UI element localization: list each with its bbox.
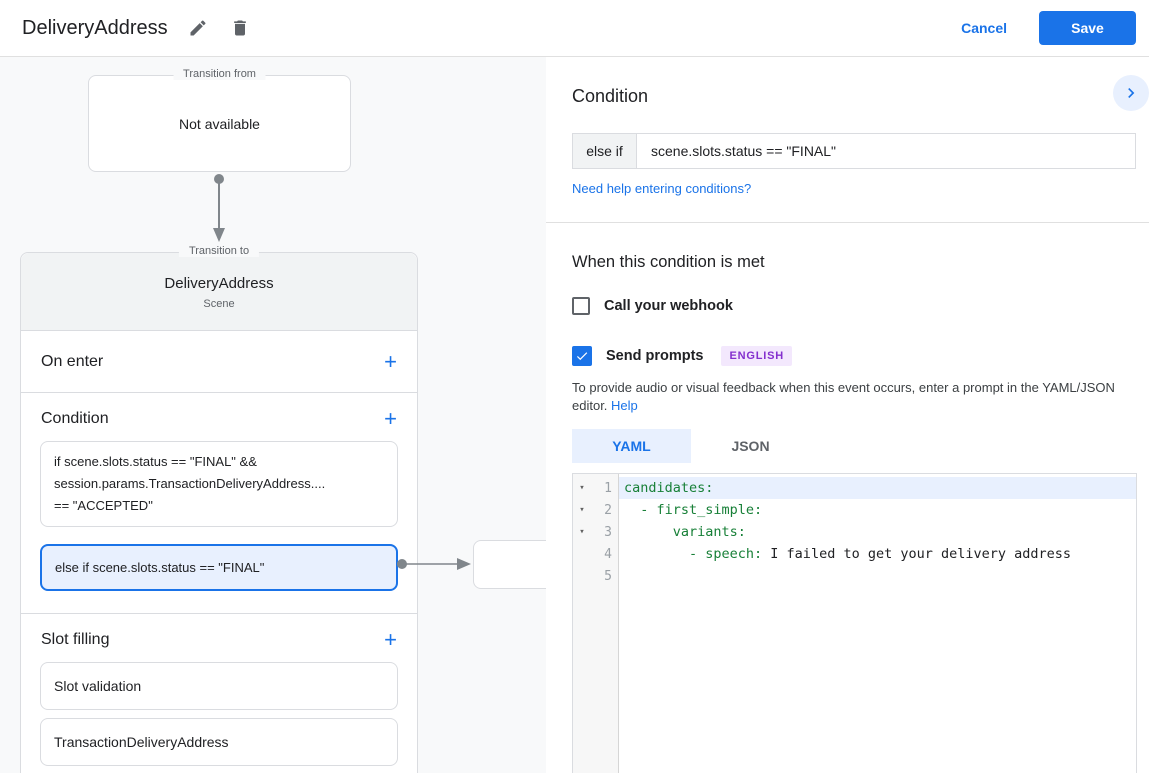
scene-name: DeliveryAddress: [164, 275, 274, 292]
add-slot-button[interactable]: +: [384, 627, 397, 652]
fold-arrow-icon[interactable]: ▾: [579, 483, 585, 493]
panel-divider: [546, 222, 1149, 223]
scene-diagram-canvas: Transition from Not available Transition…: [0, 57, 546, 773]
line-number: 2: [604, 502, 612, 518]
call-webhook-checkbox[interactable]: [572, 297, 590, 315]
transition-to-label: Transition to: [178, 245, 260, 257]
code-line[interactable]: - first_simple:: [624, 502, 763, 518]
condition-met-heading: When this condition is met: [572, 253, 765, 271]
send-prompts-checkbox[interactable]: [572, 346, 592, 366]
slot-item-validation[interactable]: Slot validation: [40, 662, 398, 710]
transition-from-box: Transition from Not available: [88, 68, 351, 172]
scene-header: DeliveryAddress Scene: [21, 253, 417, 331]
editor-hint-text: To provide audio or visual feedback when…: [572, 380, 1115, 413]
add-condition-button[interactable]: +: [384, 406, 397, 431]
panel-title: Condition: [572, 86, 649, 106]
code-line[interactable]: [619, 565, 1136, 587]
line-number: 5: [604, 568, 612, 584]
transition-arrow-down: [213, 174, 225, 242]
line-number: 1: [604, 480, 612, 496]
transition-target-node[interactable]: [473, 540, 546, 589]
line-number: 4: [604, 546, 612, 562]
webhook-row: Call your webhook: [572, 297, 733, 315]
slot-item-transaction-delivery-address[interactable]: TransactionDeliveryAddress: [40, 718, 398, 766]
on-enter-label: On enter: [41, 352, 104, 370]
chevron-right-icon: [1121, 83, 1141, 103]
delete-scene-button[interactable]: [228, 16, 252, 40]
code-lines[interactable]: candidates: - first_simple: variants: - …: [619, 474, 1136, 773]
condition-section-label: Condition: [41, 410, 109, 427]
condition-prefix: else if: [573, 134, 637, 168]
condition-expression-row: else if scene.slots.status == "FINAL": [572, 133, 1136, 169]
pencil-icon: [188, 18, 208, 38]
edit-scene-button[interactable]: [186, 16, 210, 40]
trash-icon: [230, 18, 250, 38]
gutter-line: 4: [573, 543, 618, 565]
top-bar: DeliveryAddress Cancel Save: [0, 0, 1149, 57]
gutter-line[interactable]: ▾3: [573, 521, 618, 543]
scene-type-label: Scene: [203, 298, 235, 310]
transition-to-card: Transition to DeliveryAddress Scene On e…: [20, 245, 418, 773]
slot-filling-section: Slot filling + Slot validation Transacti…: [21, 614, 417, 773]
call-webhook-label: Call your webhook: [604, 298, 733, 314]
condition-item-if[interactable]: if scene.slots.status == "FINAL" && sess…: [40, 441, 398, 527]
check-icon: [575, 349, 589, 363]
send-prompts-label: Send prompts: [606, 348, 704, 364]
transition-from-content: Not available: [179, 115, 260, 132]
gutter-line: 5: [573, 565, 618, 587]
tab-yaml[interactable]: YAML: [572, 429, 691, 463]
help-link[interactable]: Help: [611, 397, 638, 413]
condition-help-link[interactable]: Need help entering conditions?: [572, 181, 752, 196]
code-line[interactable]: - speech: I failed to get your delivery …: [624, 546, 1072, 562]
condition-editor-panel: Condition else if scene.slots.status == …: [546, 57, 1149, 773]
save-button[interactable]: Save: [1039, 11, 1136, 45]
page-title: DeliveryAddress: [22, 16, 168, 39]
code-line[interactable]: variants:: [624, 524, 746, 540]
add-on-enter-button[interactable]: +: [384, 348, 397, 374]
line-number: 3: [604, 524, 612, 540]
cancel-button[interactable]: Cancel: [945, 12, 1023, 44]
collapse-panel-button[interactable]: [1113, 75, 1149, 111]
condition-section: Condition + if scene.slots.status == "FI…: [21, 393, 417, 614]
transition-from-label: Transition from: [173, 68, 266, 80]
tab-json[interactable]: JSON: [731, 438, 770, 454]
send-prompts-row: Send prompts ENGLISH: [572, 346, 792, 366]
condition-expression-input[interactable]: scene.slots.status == "FINAL": [651, 143, 837, 159]
gutter-line[interactable]: ▾2: [573, 499, 618, 521]
fold-arrow-icon[interactable]: ▾: [579, 505, 585, 515]
editor-format-tabs: YAML JSON: [572, 429, 810, 463]
on-enter-section[interactable]: On enter +: [21, 331, 417, 393]
condition-item-elseif-selected[interactable]: else if scene.slots.status == "FINAL": [40, 544, 398, 591]
slot-filling-label: Slot filling: [41, 631, 110, 648]
language-badge: ENGLISH: [721, 346, 792, 366]
fold-arrow-icon[interactable]: ▾: [579, 527, 585, 537]
code-line[interactable]: candidates:: [619, 477, 1136, 499]
gutter-line[interactable]: ▾1: [573, 477, 618, 499]
condition-transition-connector: [397, 558, 471, 570]
